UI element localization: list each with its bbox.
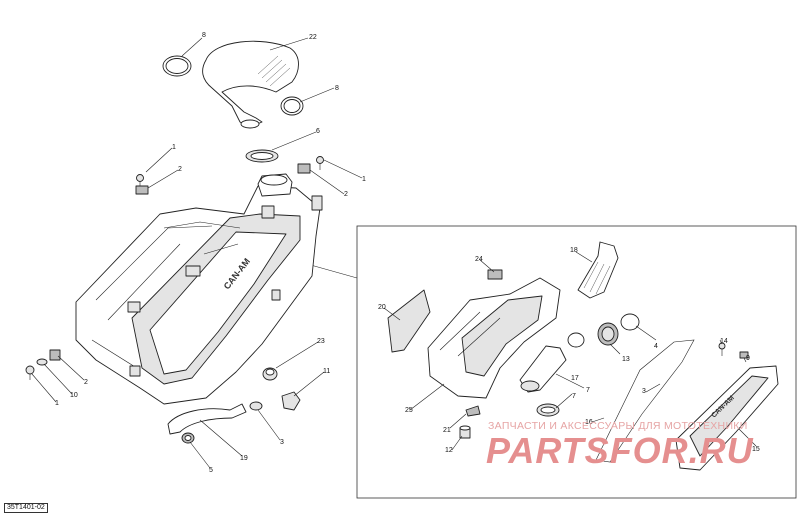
callout-labels: 8 22 8 6 1 2 1 2 2 10 1 23 11 3 19 5 18 … xyxy=(55,32,760,474)
callout-16: 16 xyxy=(585,419,593,426)
elbow-11 xyxy=(281,391,301,411)
callout-20: 20 xyxy=(378,304,386,311)
screw-14 xyxy=(718,342,726,356)
clip-21 xyxy=(465,405,481,417)
callout-1-bottom-left: 1 xyxy=(55,400,59,407)
washer-10 xyxy=(36,358,48,366)
clamp-8-left xyxy=(162,55,192,77)
callout-21: 21 xyxy=(443,427,451,434)
callout-24: 24 xyxy=(475,256,483,263)
callout-2-top-right: 2 xyxy=(344,191,348,198)
clamp-5 xyxy=(181,432,195,444)
clamp-7-bottom xyxy=(536,403,560,417)
callout-1-top-right: 1 xyxy=(362,176,366,183)
callout-2-bottom-left: 2 xyxy=(84,379,88,386)
screw-1-top-right xyxy=(316,156,324,170)
callout-4: 4 xyxy=(654,343,658,350)
duct-17 xyxy=(519,345,567,393)
drain-hose-19 xyxy=(167,403,247,435)
callout-8-left: 8 xyxy=(202,32,206,39)
clamp-8-right xyxy=(280,96,304,116)
air-filter-15 xyxy=(675,365,779,471)
clamp-7-top xyxy=(567,332,585,348)
intake-hose-22 xyxy=(202,40,299,129)
callout-17: 17 xyxy=(571,375,579,382)
airbox-housing-25 xyxy=(427,277,561,399)
callout-18: 18 xyxy=(570,247,578,254)
callout-23: 23 xyxy=(317,338,325,345)
callout-7-bottom: 7 xyxy=(572,393,576,400)
callout-5: 5 xyxy=(209,467,213,474)
callout-13: 13 xyxy=(622,356,630,363)
callout-3-right: 3 xyxy=(642,388,646,395)
clip-2-top-right xyxy=(297,163,311,174)
callout-10: 10 xyxy=(70,392,78,399)
clamp-4 xyxy=(620,313,640,331)
clip-2-top-left xyxy=(135,185,149,195)
callout-7-top: 7 xyxy=(586,387,590,394)
watermark-logo: PARTSFOR.RU xyxy=(486,430,754,471)
detail-inset-frame xyxy=(356,225,797,499)
callout-12: 12 xyxy=(445,447,453,454)
seal-16 xyxy=(595,339,695,463)
callout-22: 22 xyxy=(309,34,317,41)
cover-20 xyxy=(387,289,431,353)
clamp-3-left xyxy=(249,401,263,411)
watermark-tagline: ЗАПЧАСТИ И АКСЕССУАРЫ ДЛЯ МОТОТЕХНИКИ xyxy=(488,420,748,432)
callout-25: 25 xyxy=(405,407,413,414)
callout-2-top-left: 2 xyxy=(178,166,182,173)
callout-8-right: 8 xyxy=(335,85,339,92)
airbox-main xyxy=(75,173,323,405)
plug-12 xyxy=(459,425,471,439)
callout-15: 15 xyxy=(752,446,760,453)
callout-11: 11 xyxy=(323,368,330,375)
intake-hose-18 xyxy=(577,241,619,299)
screw-1-bottom-left xyxy=(25,365,35,380)
screw-1-top xyxy=(136,174,144,190)
leader-lines xyxy=(31,37,757,469)
diagram-reference-code: 35T1401-02 xyxy=(4,503,48,513)
grommet-23 xyxy=(262,367,278,381)
callout-19: 19 xyxy=(240,455,248,462)
label-24 xyxy=(487,269,503,280)
clip-2-bottom-left xyxy=(49,349,61,361)
callout-14: 14 xyxy=(720,338,728,345)
callout-1-top: 1 xyxy=(172,144,176,151)
callout-6: 6 xyxy=(316,128,320,135)
callout-9: 9 xyxy=(746,355,750,362)
clamp-6 xyxy=(245,149,279,163)
callout-3-left: 3 xyxy=(280,439,284,446)
coupler-13 xyxy=(597,322,619,346)
